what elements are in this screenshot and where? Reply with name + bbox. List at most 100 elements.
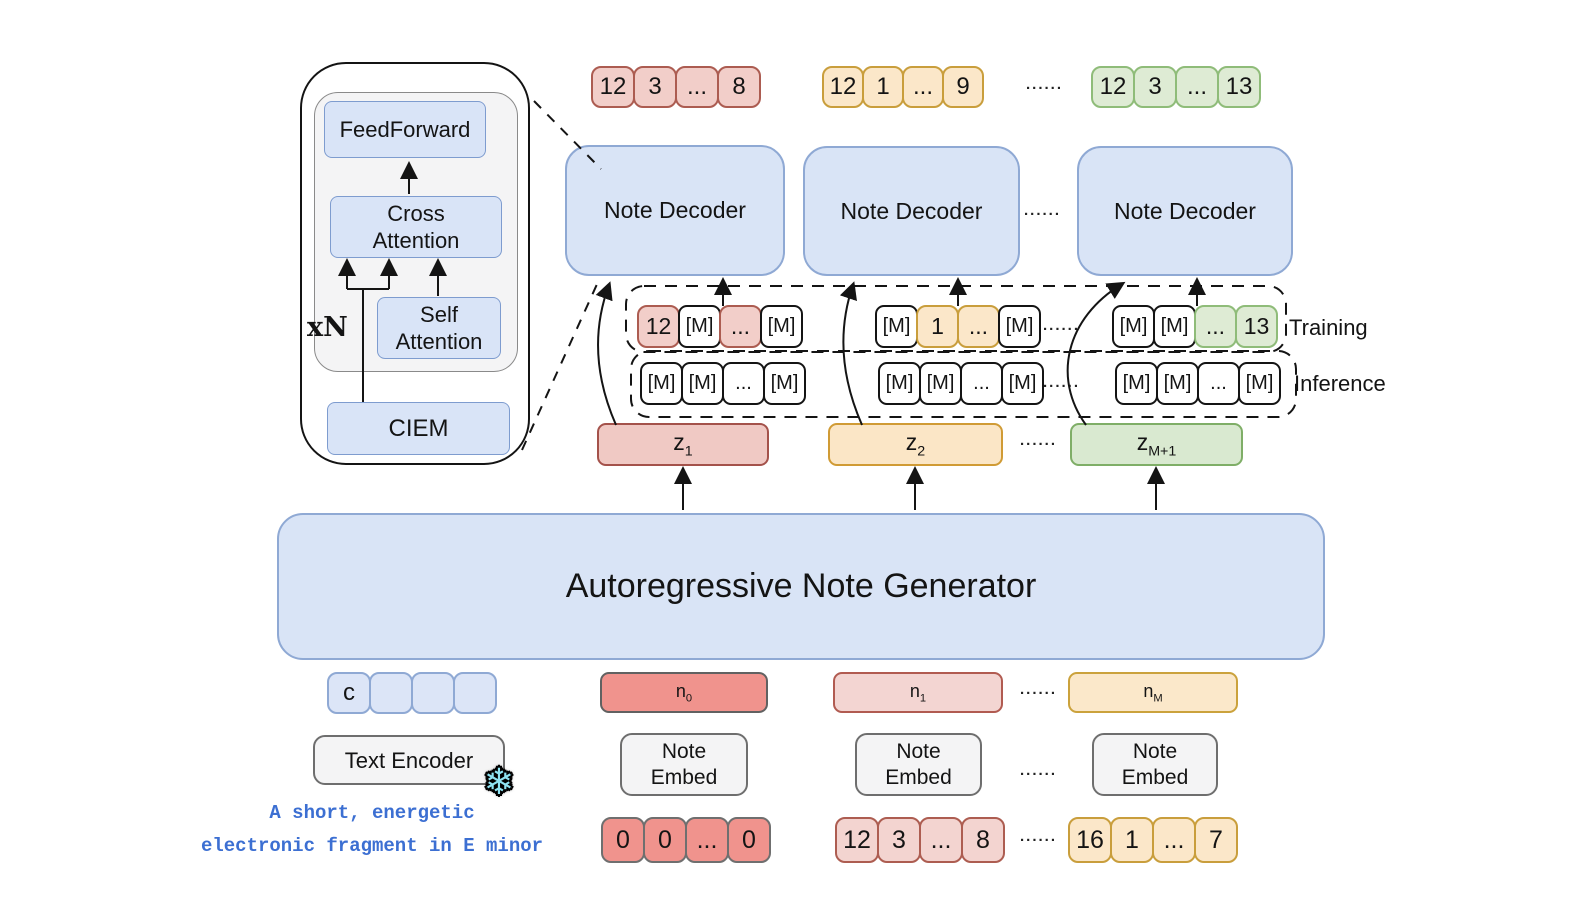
text-encoder-block: Text Encoder — [313, 735, 505, 785]
self-attention-label-line1: Self — [420, 302, 458, 327]
inference-token-masked: [M] — [640, 362, 683, 405]
repeat-xn-label: xN — [307, 312, 348, 343]
note-embed-label-line1: Note — [661, 739, 707, 763]
z1-label: z1 — [673, 429, 693, 460]
n0-label: n0 — [675, 680, 693, 705]
nM-label: nM — [1143, 680, 1163, 705]
output-token: 3 — [1133, 66, 1177, 108]
input-token: 0 — [727, 817, 771, 863]
training-token: ... — [1194, 305, 1237, 348]
training-row-label: Training — [1289, 315, 1368, 340]
inference-token-masked: ... — [722, 362, 765, 405]
feedforward-block: FeedForward — [324, 101, 486, 158]
output-token: 12 — [1091, 66, 1135, 108]
note-decoder-label: Note Decoder — [840, 197, 983, 224]
ellipsis-inference: ...... — [1043, 374, 1081, 391]
ellipsis-decoders: ...... — [1024, 202, 1062, 219]
inference-token-masked: [M] — [1115, 362, 1158, 405]
output-token: ... — [902, 66, 944, 108]
output-token: 12 — [591, 66, 635, 108]
cross-attention-label-line1: Cross — [387, 201, 445, 226]
note-embedding-n0: n0 — [600, 672, 768, 713]
input-token: 8 — [961, 817, 1005, 863]
note-decoder-label: Note Decoder — [1114, 197, 1256, 224]
ellipsis-n-row: ...... — [1020, 681, 1058, 698]
autoregressive-note-generator: Autoregressive Note Generator — [277, 513, 1325, 660]
ciem-label: CIEM — [388, 415, 449, 442]
decoder-detail-outline — [300, 62, 530, 465]
training-token-masked: [M] — [760, 305, 803, 348]
note-decoder-3: Note Decoder — [1077, 146, 1293, 276]
inference-token-masked: [M] — [681, 362, 724, 405]
output-token: 9 — [942, 66, 984, 108]
training-token: 1 — [916, 305, 959, 348]
inference-token-masked: [M] — [1238, 362, 1281, 405]
latent-z1: z1 — [597, 423, 769, 466]
inference-token-masked: ... — [1197, 362, 1240, 405]
inference-token-masked: [M] — [1156, 362, 1199, 405]
ellipsis-top: ...... — [1026, 76, 1064, 93]
input-token: 3 — [877, 817, 921, 863]
output-token: ... — [1175, 66, 1219, 108]
text-prompt: A short, energetic electronic fragment in… — [150, 797, 594, 863]
input-token: 0 — [601, 817, 645, 863]
inference-token-masked: [M] — [1001, 362, 1044, 405]
latent-z2: z2 — [828, 423, 1003, 466]
feedforward-label: FeedForward — [339, 117, 471, 142]
inference-token-masked: [M] — [763, 362, 806, 405]
latent-zM1: zM+1 — [1070, 423, 1243, 466]
note-embed-label-line2: Embed — [1121, 765, 1189, 789]
inference-row-label: Inference — [1294, 371, 1386, 396]
note-embed-label-line1: Note — [1132, 739, 1178, 763]
condition-token-c: c — [327, 672, 371, 714]
ellipsis-embed-row: ...... — [1020, 762, 1058, 779]
ellipsis-z: ...... — [1020, 432, 1058, 449]
text-prompt-line1: A short, energetic — [269, 802, 475, 824]
inference-token-masked: [M] — [878, 362, 921, 405]
generator-label: Autoregressive Note Generator — [565, 567, 1037, 605]
output-token: ... — [675, 66, 719, 108]
note-decoder-2: Note Decoder — [803, 146, 1020, 276]
training-token-masked: [M] — [875, 305, 918, 348]
training-token: 12 — [637, 305, 680, 348]
ellipsis-training: ...... — [1043, 317, 1081, 334]
inference-token-masked: [M] — [919, 362, 962, 405]
condition-token — [453, 672, 497, 714]
note-embed-label-line2: Embed — [650, 765, 718, 789]
text-encoder-label: Text Encoder — [344, 747, 474, 773]
output-token: 8 — [717, 66, 761, 108]
input-token: ... — [919, 817, 963, 863]
output-token: 3 — [633, 66, 677, 108]
input-token: ... — [1152, 817, 1196, 863]
note-embed-label-line2: Embed — [885, 765, 952, 789]
condition-token — [411, 672, 455, 714]
self-attention-label-line2: Attention — [395, 329, 483, 354]
note-embed-label-line1: Note — [896, 739, 941, 763]
condition-token — [369, 672, 413, 714]
note-decoder-label: Note Decoder — [604, 197, 746, 223]
training-token: ... — [719, 305, 762, 348]
training-token: ... — [957, 305, 1000, 348]
training-token: 13 — [1235, 305, 1278, 348]
input-token: 0 — [643, 817, 687, 863]
ciem-block: CIEM — [327, 402, 510, 455]
training-token-masked: [M] — [1112, 305, 1155, 348]
training-token-masked: [M] — [998, 305, 1041, 348]
inference-token-masked: ... — [960, 362, 1003, 405]
text-prompt-line2: electronic fragment in E minor — [200, 835, 544, 857]
note-embedding-nM: nM — [1068, 672, 1238, 713]
zM1-label: zM+1 — [1136, 429, 1177, 460]
input-token: ... — [685, 817, 729, 863]
n1-label: n1 — [909, 680, 927, 705]
input-token: 16 — [1068, 817, 1112, 863]
note-embedding-n1: n1 — [833, 672, 1003, 713]
training-token-masked: [M] — [678, 305, 721, 348]
cross-attention-label-line2: Attention — [372, 228, 460, 253]
